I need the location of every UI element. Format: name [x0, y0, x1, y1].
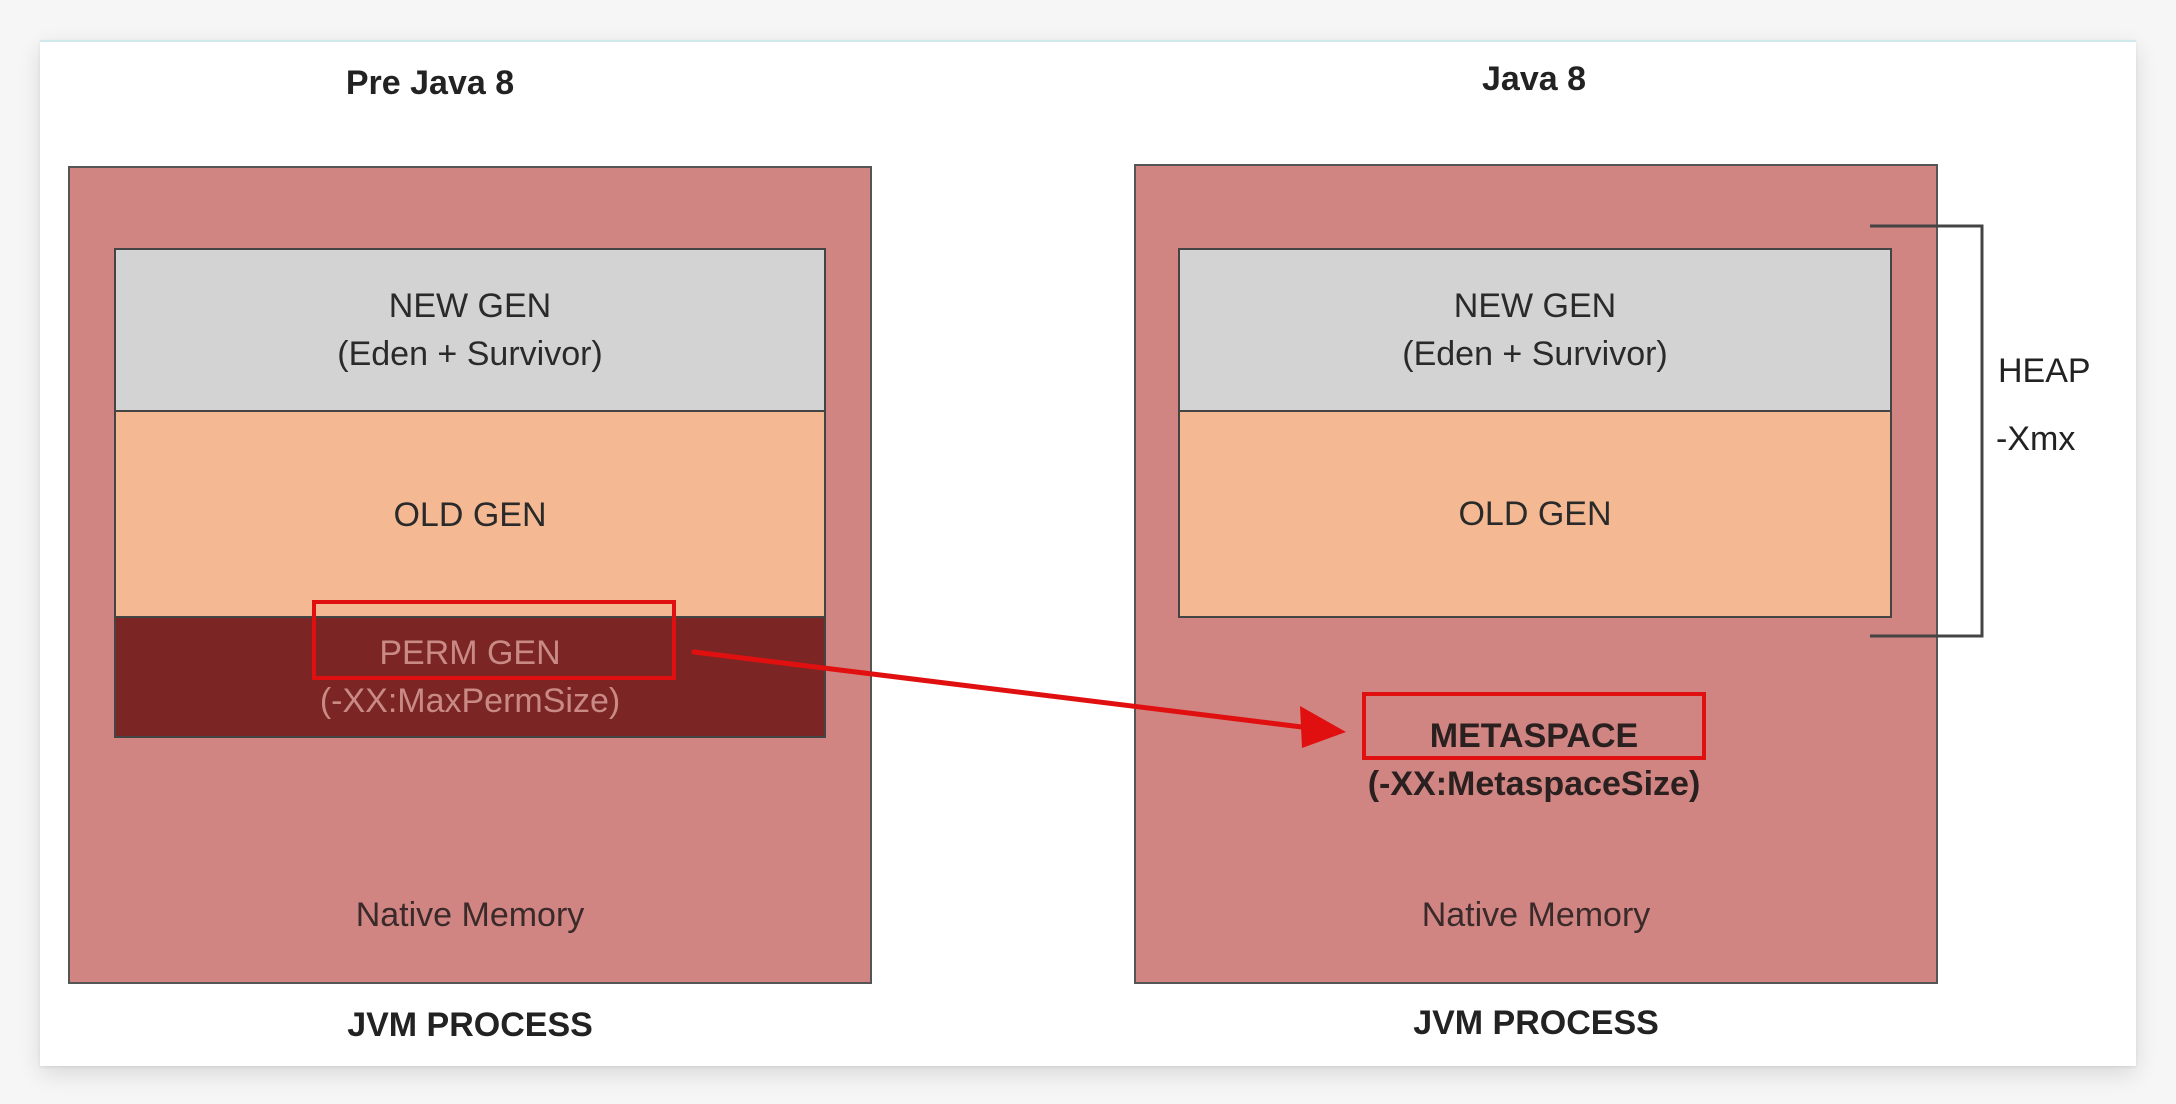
right-footer-label: JVM PROCESS: [1413, 1004, 1659, 1042]
right-panel-title: Java 8: [1482, 60, 1586, 98]
metaspace-highlight: [1362, 692, 1706, 760]
right-old-gen: OLD GEN: [1178, 412, 1892, 618]
perm-gen-highlight: [312, 600, 676, 680]
left-footer-label: JVM PROCESS: [347, 1006, 593, 1044]
right-new-gen-sublabel: (Eden + Survivor): [1402, 335, 1668, 373]
left-new-gen-label: NEW GEN: [388, 287, 552, 325]
left-new-gen-sublabel: (Eden + Survivor): [337, 335, 603, 373]
left-old-gen-label: OLD GEN: [393, 496, 547, 534]
left-panel-title: Pre Java 8: [345, 64, 515, 102]
heap-label: HEAP: [1998, 352, 2091, 390]
metaspace-sublabel: (-XX:MetaspaceSize): [1367, 765, 1701, 803]
metaspace-label: METASPACE: [1429, 717, 1639, 755]
right-native-memory-label: Native Memory: [1421, 896, 1651, 934]
right-old-gen-label: OLD GEN: [1458, 495, 1612, 533]
left-native-memory-label: Native Memory: [355, 896, 585, 934]
right-new-gen: NEW GEN (Eden + Survivor): [1178, 248, 1892, 412]
left-perm-gen-sublabel: (-XX:MaxPermSize): [319, 682, 621, 720]
left-perm-gen-label: PERM GEN: [379, 634, 561, 672]
heap-flag-label: -Xmx: [1996, 420, 2076, 458]
left-new-gen: NEW GEN (Eden + Survivor): [114, 248, 826, 412]
left-old-gen: OLD GEN: [114, 412, 826, 618]
right-new-gen-label: NEW GEN: [1453, 287, 1617, 325]
